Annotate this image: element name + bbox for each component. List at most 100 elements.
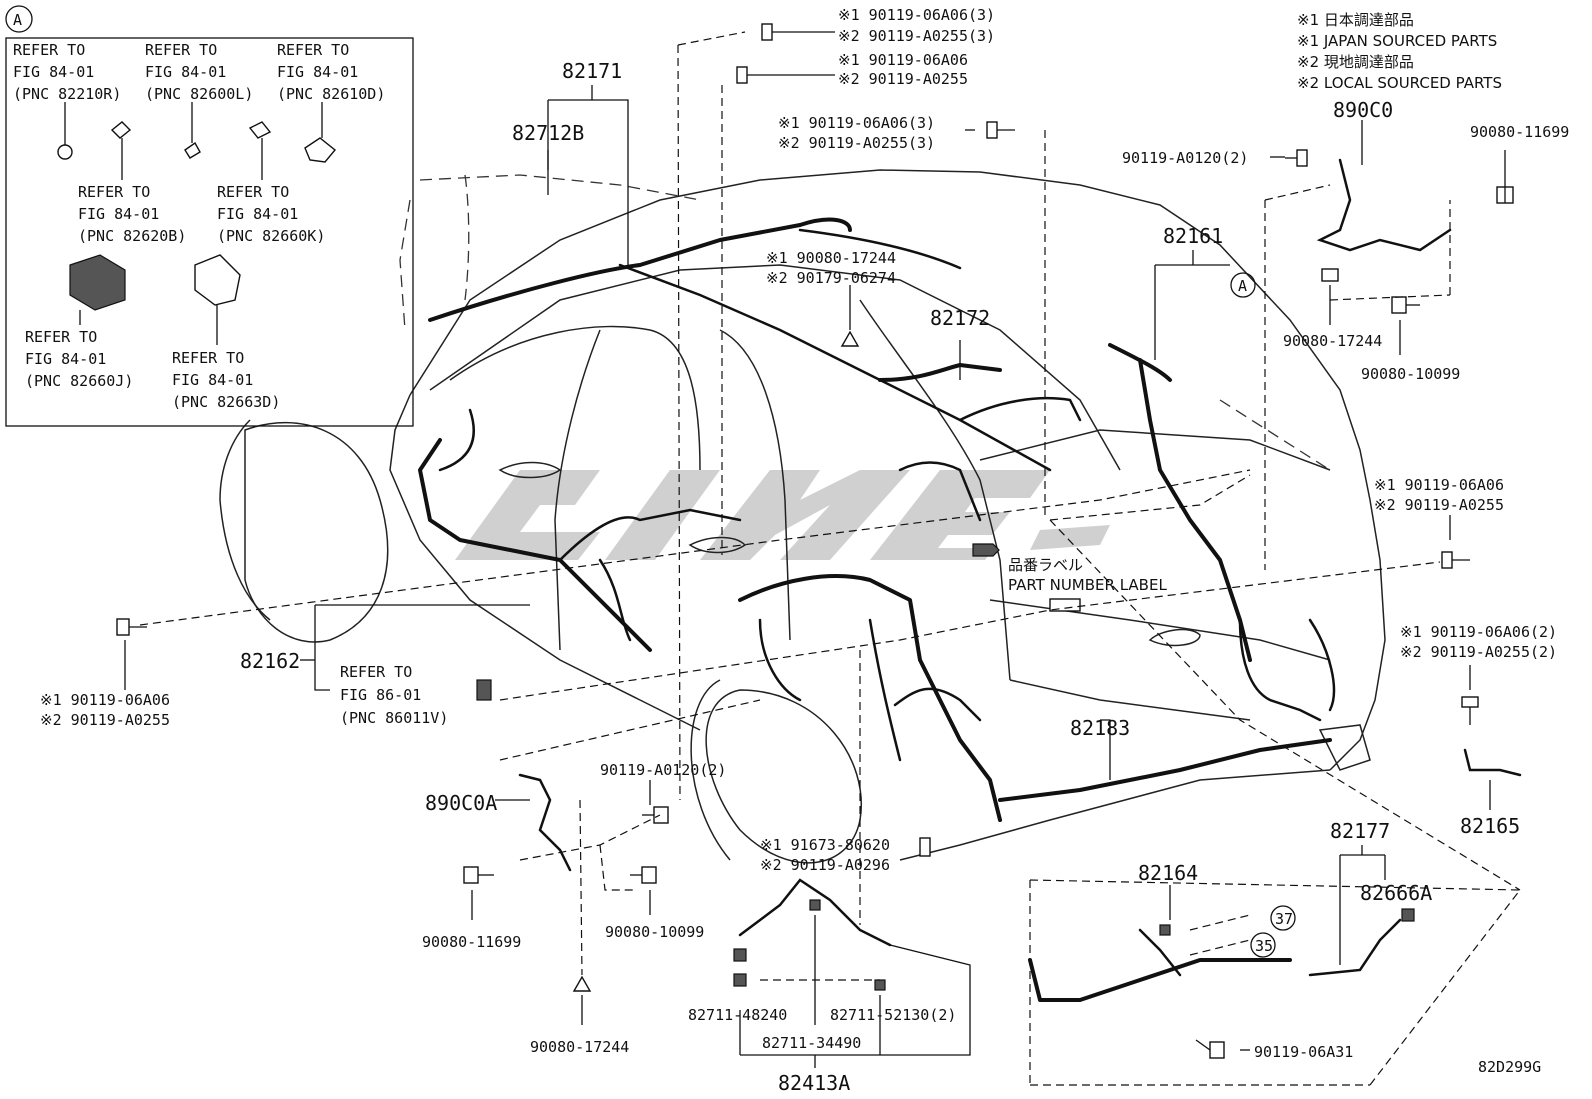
label-82666A: 82666A — [1360, 881, 1432, 905]
inset-ref-1-line1: REFER TO — [13, 41, 85, 59]
misc-labels: REFER TO FIG 86-01 (PNC 86011V) 品番ラベル PA… — [340, 556, 1541, 1076]
inset-ref-2-line1: REFER TO — [145, 41, 217, 59]
wire-harnesses — [418, 158, 1522, 1002]
label-bolt-17244-left: 90080-17244 — [530, 1038, 629, 1056]
label-890C0A: 890C0A — [425, 791, 497, 815]
label-bolt-06a31: 90119-06A31 — [1254, 1043, 1353, 1061]
inset-ref-7-line1: REFER TO — [172, 349, 244, 367]
label-35: 35 — [1255, 937, 1273, 955]
label-clip-34490: 82711-34490 — [762, 1034, 861, 1052]
label-bolt-right2-2: ※2 90119-A0255(2) — [1400, 643, 1557, 661]
label-bolt-11699-left: 90080-11699 — [422, 933, 521, 951]
label-bolt-right1-1: ※1 90119-06A06 — [1374, 476, 1504, 494]
leader-lines — [124, 31, 1521, 1086]
label-bolt-left-1: ※1 90119-06A06 — [40, 691, 170, 709]
inset-ref-6-line3: (PNC 82660J) — [25, 372, 133, 390]
harness-82413A — [738, 878, 892, 947]
label-bolt-right2-1: ※1 90119-06A06(2) — [1400, 623, 1557, 641]
harness-82177 — [1308, 918, 1402, 977]
part-number-label-jp: 品番ラベル — [1008, 556, 1083, 574]
harness-82164 — [1028, 958, 1292, 1002]
legend-line-1: ※1 日本調達部品 — [1297, 11, 1414, 29]
harness-82172 — [878, 363, 1002, 382]
harness-890C0A — [518, 773, 572, 872]
label-bolt-top2-2: ※2 90119-A0255 — [838, 70, 968, 88]
inset-part-icons — [57, 102, 336, 345]
inset-ref-5-line1: REFER TO — [217, 183, 289, 201]
fastener-labels: ※1 90119-06A06(3) ※2 90119-A0255(3) ※1 9… — [40, 6, 1569, 1061]
label-82165: 82165 — [1460, 814, 1520, 838]
label-bolt-roof-1: ※1 90080-17244 — [766, 249, 896, 267]
inset-ref-3-line1: REFER TO — [277, 41, 349, 59]
refer-fig86-line3: (PNC 86011V) — [340, 709, 448, 727]
label-82164: 82164 — [1138, 861, 1198, 885]
label-bolt-a0120-right: 90119-A0120(2) — [1122, 149, 1248, 167]
inset-ref-4-line1: REFER TO — [78, 183, 150, 201]
inset-ref-5-line2: FIG 84-01 — [217, 205, 298, 223]
inset-ref-3-line3: (PNC 82610D) — [277, 85, 385, 103]
label-82413A: 82413A — [778, 1071, 850, 1095]
inset-a-panel: A REFER TO FIG 84-01 (PNC 82210R) REFER … — [5, 5, 414, 427]
legend-line-3: ※2 現地調達部品 — [1297, 53, 1414, 71]
harness-82165 — [1463, 748, 1522, 777]
label-bolt-a0120-left: 90119-A0120(2) — [600, 761, 726, 779]
harness-82162 — [418, 438, 652, 652]
label-bolt-10099-left: 90080-10099 — [605, 923, 704, 941]
legend: ※1 日本調達部品 ※1 JAPAN SOURCED PARTS ※2 現地調達… — [1297, 11, 1502, 92]
label-82162: 82162 — [240, 649, 300, 673]
legend-line-4: ※2 LOCAL SOURCED PARTS — [1297, 74, 1502, 92]
label-bolt-top1-2: ※2 90119-A0255(3) — [838, 27, 995, 45]
inset-ref-3-line2: FIG 84-01 — [277, 63, 358, 81]
label-82172: 82172 — [930, 306, 990, 330]
refer-fig86-line2: FIG 86-01 — [340, 686, 421, 704]
refer-fig86-line1: REFER TO — [340, 663, 412, 681]
inset-ref-5-line3: (PNC 82660K) — [217, 227, 325, 245]
inset-a-circle — [5, 5, 33, 33]
label-37: 37 — [1275, 910, 1293, 928]
label-bolt-top1-1: ※1 90119-06A06(3) — [838, 6, 995, 24]
label-82171: 82171 — [562, 59, 622, 83]
harness-82161 — [1108, 343, 1252, 662]
inset-ref-7-line2: FIG 84-01 — [172, 371, 253, 389]
harness-82183 — [998, 738, 1332, 802]
inset-ref-6-line1: REFER TO — [25, 328, 97, 346]
inset-ref-2-line3: (PNC 82600L) — [145, 85, 253, 103]
label-bolt-mid-2: ※2 90119-A0255(3) — [778, 134, 935, 152]
part-number-label-en: PART NUMBER LABEL — [1008, 576, 1167, 594]
inset-ref-2-line2: FIG 84-01 — [145, 63, 226, 81]
circle-a-marker — [1230, 272, 1256, 298]
inset-ref-4-line2: FIG 84-01 — [78, 205, 159, 223]
label-bolt-left-2: ※2 90119-A0255 — [40, 711, 170, 729]
label-bolt-17244-right: 90080-17244 — [1283, 332, 1382, 350]
watermark — [455, 470, 1110, 560]
bolt-icons — [116, 23, 1514, 1059]
inset-a-label: A — [13, 11, 22, 29]
label-bolt-right1-2: ※2 90119-A0255 — [1374, 496, 1504, 514]
label-clip-52130: 82711-52130(2) — [830, 1006, 956, 1024]
label-82177: 82177 — [1330, 819, 1390, 843]
circle-37 — [1270, 905, 1296, 931]
diagram-code: 82D299G — [1478, 1058, 1541, 1076]
inset-ref-1-line3: (PNC 82210R) — [13, 85, 121, 103]
vehicle-body-outline — [219, 169, 1386, 864]
label-82183: 82183 — [1070, 716, 1130, 740]
label-bolt-11699-right: 90080-11699 — [1470, 123, 1569, 141]
label-bolt-10099-right: 90080-10099 — [1361, 365, 1460, 383]
inset-ref-6-line2: FIG 84-01 — [25, 350, 106, 368]
part-labels: 82171 82712B 82172 82161 A 890C0 82162 8… — [240, 59, 1520, 1095]
label-bolt-top2-1: ※1 90119-06A06 — [838, 51, 968, 69]
inset-ref-1-line2: FIG 84-01 — [13, 63, 94, 81]
label-bolt-916-2: ※2 90119-A0296 — [760, 856, 890, 874]
label-890C0: 890C0 — [1333, 98, 1393, 122]
label-bolt-916-1: ※1 91673-80620 — [760, 836, 890, 854]
label-bolt-roof-2: ※2 90179-06274 — [766, 269, 896, 287]
inset-ref-4-line3: (PNC 82620B) — [78, 227, 186, 245]
circle-35 — [1250, 932, 1276, 958]
label-circle-a: A — [1238, 277, 1247, 295]
inset-ref-7-line3: (PNC 82663D) — [172, 393, 280, 411]
label-82712B: 82712B — [512, 121, 584, 145]
label-82161: 82161 — [1163, 224, 1223, 248]
label-bolt-mid-1: ※1 90119-06A06(3) — [778, 114, 935, 132]
label-clip-48240: 82711-48240 — [688, 1006, 787, 1024]
